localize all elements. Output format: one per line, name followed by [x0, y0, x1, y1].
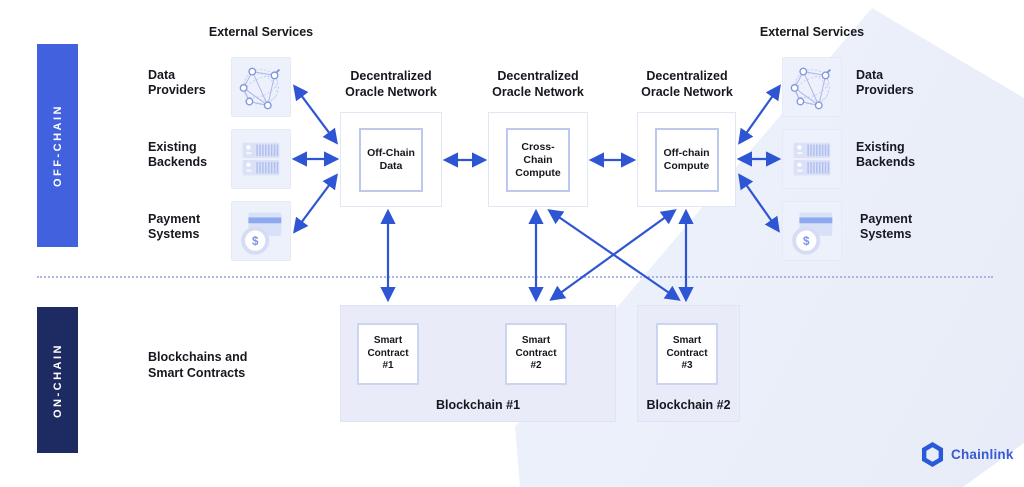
chainlink-hexagon-icon [921, 442, 944, 467]
label-existing-backends-right: Existing Backends [856, 140, 916, 169]
offchain-bar-label: OFF-CHAIN [51, 104, 64, 187]
don-box-2: Cross-Chain Compute [488, 112, 588, 207]
label-data-providers-right: Data Providers [856, 68, 914, 97]
blockchain-2-name: Blockchain #2 [646, 398, 731, 412]
label-payment-systems-left: Payment Systems [148, 212, 201, 241]
blockchain-1: Smart Contract #1 Smart Contract #2 Bloc… [340, 305, 616, 422]
label-payment-systems-right: Payment Systems [860, 212, 913, 241]
existing-backends-icon [231, 129, 291, 189]
svg-text:$: $ [252, 235, 259, 248]
smart-contract-2: Smart Contract #2 [505, 323, 567, 385]
chainlink-logo-text: Chainlink [951, 447, 1014, 462]
blockchain-1-name: Blockchain #1 [435, 398, 521, 412]
payment-systems-icon: $ [231, 201, 291, 261]
don-box-1: Off-Chain Data [340, 112, 442, 207]
blockchain-2: Smart Contract #3 Blockchain #2 [637, 305, 740, 422]
label-existing-backends-left: Existing Backends [148, 140, 208, 169]
smart-contract-1: Smart Contract #1 [357, 323, 419, 385]
onchain-bar-label: ON-CHAIN [51, 342, 64, 418]
onchain-bar: ON-CHAIN [37, 307, 78, 453]
arrow-payments-don1 [293, 173, 338, 234]
external-services-heading-left: External Services [208, 25, 314, 39]
payment-systems-icon: $ [782, 201, 842, 261]
don-box-3: Off-chain Compute [637, 112, 736, 207]
onchain-caption: Blockchains and Smart Contracts [148, 350, 248, 380]
offchain-bar: OFF-CHAIN [37, 44, 78, 247]
don-title-2: Decentralized Oracle Network [492, 69, 584, 99]
chainlink-logo: Chainlink [921, 442, 1014, 467]
don-title-3: Decentralized Oracle Network [641, 69, 733, 99]
external-services-heading-right: External Services [759, 25, 865, 39]
don-box-1-label: Off-Chain Data [359, 128, 423, 192]
don-title-1: Decentralized Oracle Network [345, 69, 437, 99]
data-providers-icon [782, 57, 842, 117]
data-providers-icon [231, 57, 291, 117]
offchain-onchain-divider [37, 276, 993, 278]
existing-backends-icon [782, 129, 842, 189]
don-box-2-label: Cross-Chain Compute [506, 128, 570, 192]
svg-text:$: $ [803, 235, 810, 248]
don-box-3-label: Off-chain Compute [654, 128, 719, 192]
smart-contract-3: Smart Contract #3 [656, 323, 718, 385]
arrow-dataproviders-don1 [293, 84, 338, 145]
label-data-providers-left: Data Providers [148, 68, 206, 97]
